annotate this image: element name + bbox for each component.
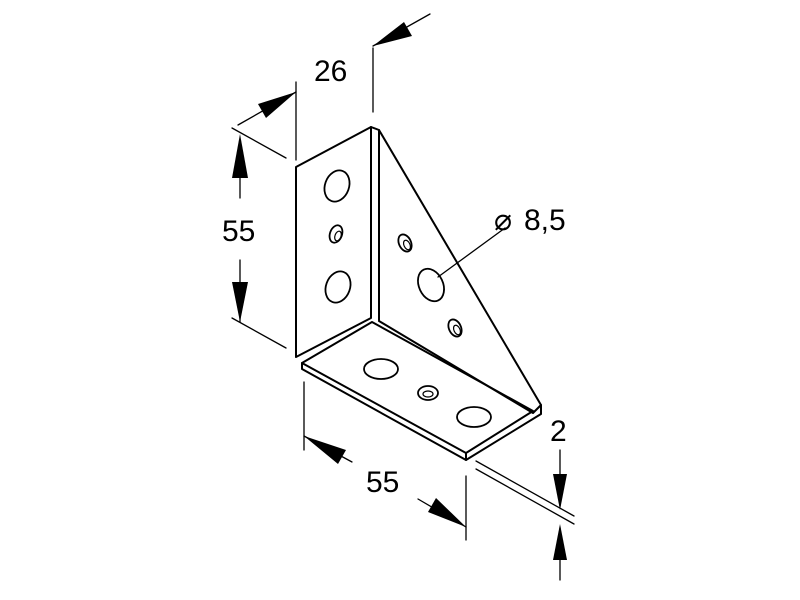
hole-gusset-small-top-inner <box>402 239 412 251</box>
base-plate-top <box>301 321 534 454</box>
vertical-plate-front <box>295 126 372 358</box>
arrowhead <box>553 524 567 560</box>
arrowhead <box>304 436 346 464</box>
diameter-symbol: ⌀ <box>494 204 512 237</box>
dimension-label-hole-diameter: 8,5 <box>524 204 566 237</box>
extension-line <box>475 468 575 525</box>
base-plate-side-edge <box>465 404 542 461</box>
vertical-plate-top-edge <box>370 126 380 321</box>
hole-base-small-inner <box>422 390 434 398</box>
hole-base-small <box>417 385 439 401</box>
hole-vertical-small-inner <box>334 230 342 242</box>
arrowhead <box>553 474 567 510</box>
bracket <box>295 126 542 461</box>
hole-gusset-small-bottom <box>447 318 463 338</box>
leader-line <box>437 227 506 278</box>
hole-vertical-bottom <box>324 270 352 304</box>
arrowhead <box>258 92 296 118</box>
dimension-label-top-width: 26 <box>314 55 347 88</box>
base-plate-front-edge <box>301 362 467 461</box>
gusset-plate <box>378 129 542 414</box>
hole-base-right <box>456 406 492 428</box>
hole-gusset-small-top <box>397 233 413 253</box>
arrowhead <box>373 22 412 46</box>
hole-vertical-top <box>323 169 351 203</box>
dimension-label-base-length: 55 <box>366 466 399 499</box>
arrowhead <box>232 282 248 322</box>
dimension-height: 55 <box>222 127 287 349</box>
extension-line <box>231 127 287 159</box>
extension-line <box>475 460 575 517</box>
arrowhead <box>232 134 248 178</box>
dimension-top-width: 26 <box>237 13 431 161</box>
dimension-thickness: 2 <box>475 415 575 581</box>
dimension-label-thickness: 2 <box>550 415 567 448</box>
hole-gusset-large <box>417 267 445 303</box>
hole-base-left <box>363 358 399 380</box>
gusset-inner-edge <box>370 126 380 131</box>
hole-gusset-small-bottom-inner <box>452 324 462 336</box>
extension-line <box>231 317 287 349</box>
dimension-hole-diameter: ⌀ 8,5 <box>437 204 566 278</box>
dimension-label-height: 55 <box>222 215 255 248</box>
arrowhead <box>428 498 466 527</box>
dimension-base-length: 55 <box>303 381 467 541</box>
holes <box>323 169 492 428</box>
